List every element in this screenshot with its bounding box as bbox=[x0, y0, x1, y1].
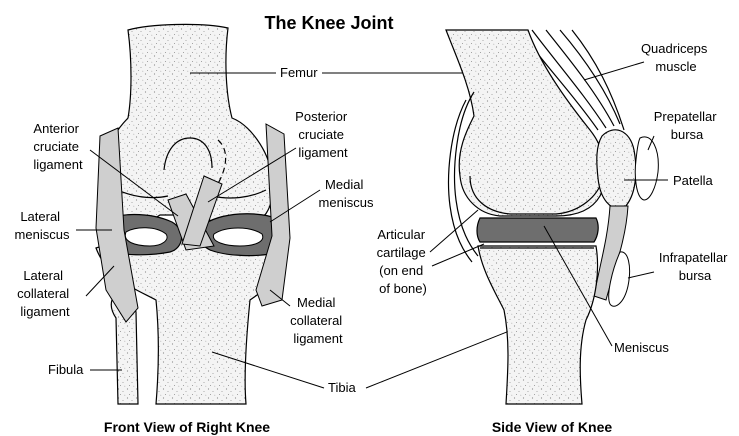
prepatellar-bursa-shape bbox=[635, 137, 658, 200]
patella-shape bbox=[597, 130, 636, 209]
label-medial-meniscus: Medial meniscus bbox=[319, 177, 374, 210]
label-anterior-cruciate: Anterior cruciate ligament bbox=[33, 121, 83, 172]
label-posterior-cruciate: Posterior cruciate ligament bbox=[295, 109, 351, 160]
label-infrapatellar: Infrapatellar bursa bbox=[659, 250, 731, 283]
label-fibula: Fibula bbox=[48, 362, 84, 377]
label-lateral-collateral: Lateral collateral ligament bbox=[17, 268, 73, 319]
caption-front-view: Front View of Right Knee bbox=[104, 419, 270, 435]
diagram-title: The Knee Joint bbox=[264, 13, 393, 33]
caption-side-view: Side View of Knee bbox=[492, 419, 613, 435]
label-lateral-meniscus: Lateral meniscus bbox=[15, 209, 70, 242]
leader-articular-cartilage-bottom bbox=[432, 244, 484, 266]
label-meniscus: Meniscus bbox=[614, 340, 669, 355]
front-view: Femur Anterior cruciate ligament Posteri… bbox=[15, 24, 532, 435]
label-quadriceps: Quadriceps muscle bbox=[641, 41, 711, 74]
side-tibia-shape bbox=[478, 246, 598, 404]
side-view: Quadriceps muscle Prepatellar bursa Pate… bbox=[377, 30, 732, 435]
label-patella: Patella bbox=[673, 173, 714, 188]
medial-meniscus-hole bbox=[213, 228, 262, 246]
label-prepatellar: Prepatellar bursa bbox=[654, 109, 721, 142]
label-tibia: Tibia bbox=[328, 380, 356, 395]
leader-infrapatellar bbox=[628, 272, 654, 278]
lateral-meniscus-hole bbox=[125, 228, 167, 246]
leader-quadriceps bbox=[584, 62, 644, 80]
label-femur: Femur bbox=[280, 65, 318, 80]
side-meniscus-shape bbox=[477, 218, 598, 242]
label-articular-cartilage: Articular cartilage (on end of bone) bbox=[377, 227, 430, 296]
label-medial-collateral: Medial collateral ligament bbox=[290, 295, 346, 346]
